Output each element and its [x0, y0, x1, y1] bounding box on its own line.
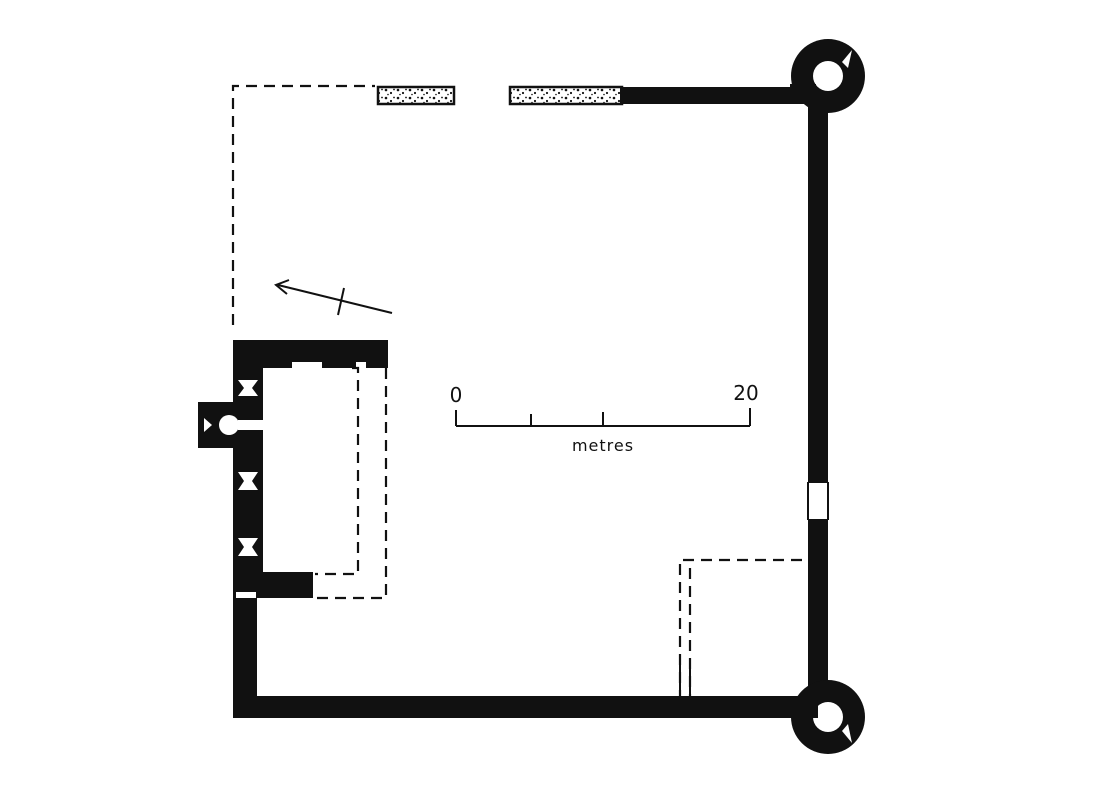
- conjectural-outline: [231, 84, 375, 325]
- southeast-building-outline: [678, 558, 802, 696]
- stair-turret: [198, 402, 264, 448]
- rubble-fragment-east: [508, 85, 624, 106]
- scale-end-label: 20: [733, 381, 758, 405]
- southeast-tower: [790, 680, 865, 754]
- north-curtain-wall: [376, 85, 806, 106]
- rubble-fragment-west: [376, 85, 456, 106]
- scale-bar: 0 20 metres: [450, 381, 759, 455]
- south-curtain-wall: [233, 696, 803, 718]
- scale-unit-label: metres: [572, 436, 634, 455]
- arrow-loop: [238, 380, 258, 396]
- east-gate-gap: [808, 482, 828, 520]
- north-arrow-icon: [274, 279, 393, 316]
- scale-start-label: 0: [450, 383, 463, 407]
- arrow-loop: [238, 472, 258, 490]
- arrow-loop: [238, 538, 258, 556]
- west-hall-block: [198, 340, 388, 600]
- northeast-tower: [790, 39, 865, 113]
- west-curtain-wall: [233, 595, 257, 700]
- east-curtain-wall: [807, 100, 829, 698]
